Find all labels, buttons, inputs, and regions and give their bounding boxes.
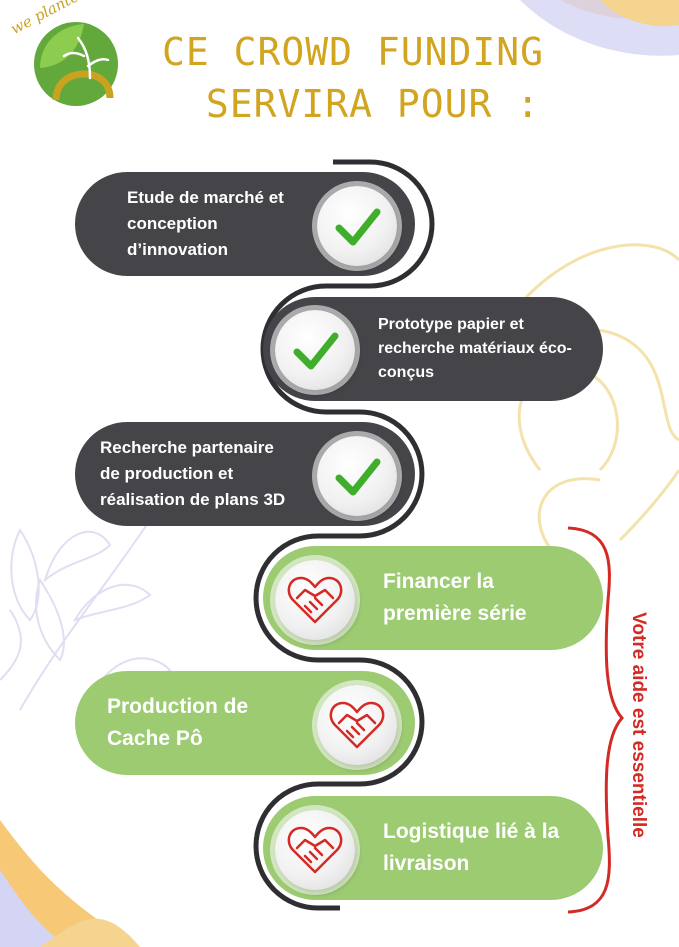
checkmark-icon: [275, 310, 355, 390]
title-line-1: CE CROWD FUNDING: [161, 30, 545, 74]
step-label-1: Etude de marché et conception d’innovati…: [127, 188, 284, 259]
checkmark-icon: [317, 186, 397, 266]
step-label-2: Prototype papier et recherche matériaux …: [378, 316, 572, 381]
step-label-5: Production de Cache Pô: [107, 695, 249, 750]
checkmark-icon: [317, 436, 397, 516]
side-note: Votre aide est essentielle: [608, 575, 668, 875]
page-title: CE CROWD FUNDING SERVIRA POUR :: [118, 26, 588, 130]
step-label-3: Recherche partenaire de production et ré…: [100, 438, 286, 509]
title-line-2: SERVIRA POUR :: [205, 82, 541, 126]
step-label-4: Financer la première série: [383, 570, 527, 625]
heart-handshake-icon: [275, 560, 355, 640]
side-note-text: Votre aide est essentielle: [628, 612, 649, 838]
heart-handshake-icon: [275, 810, 355, 890]
heart-handshake-icon: [317, 685, 397, 765]
step-label-6: Logistique lié à la livraison: [383, 820, 560, 875]
weplante-logo: [34, 22, 118, 106]
